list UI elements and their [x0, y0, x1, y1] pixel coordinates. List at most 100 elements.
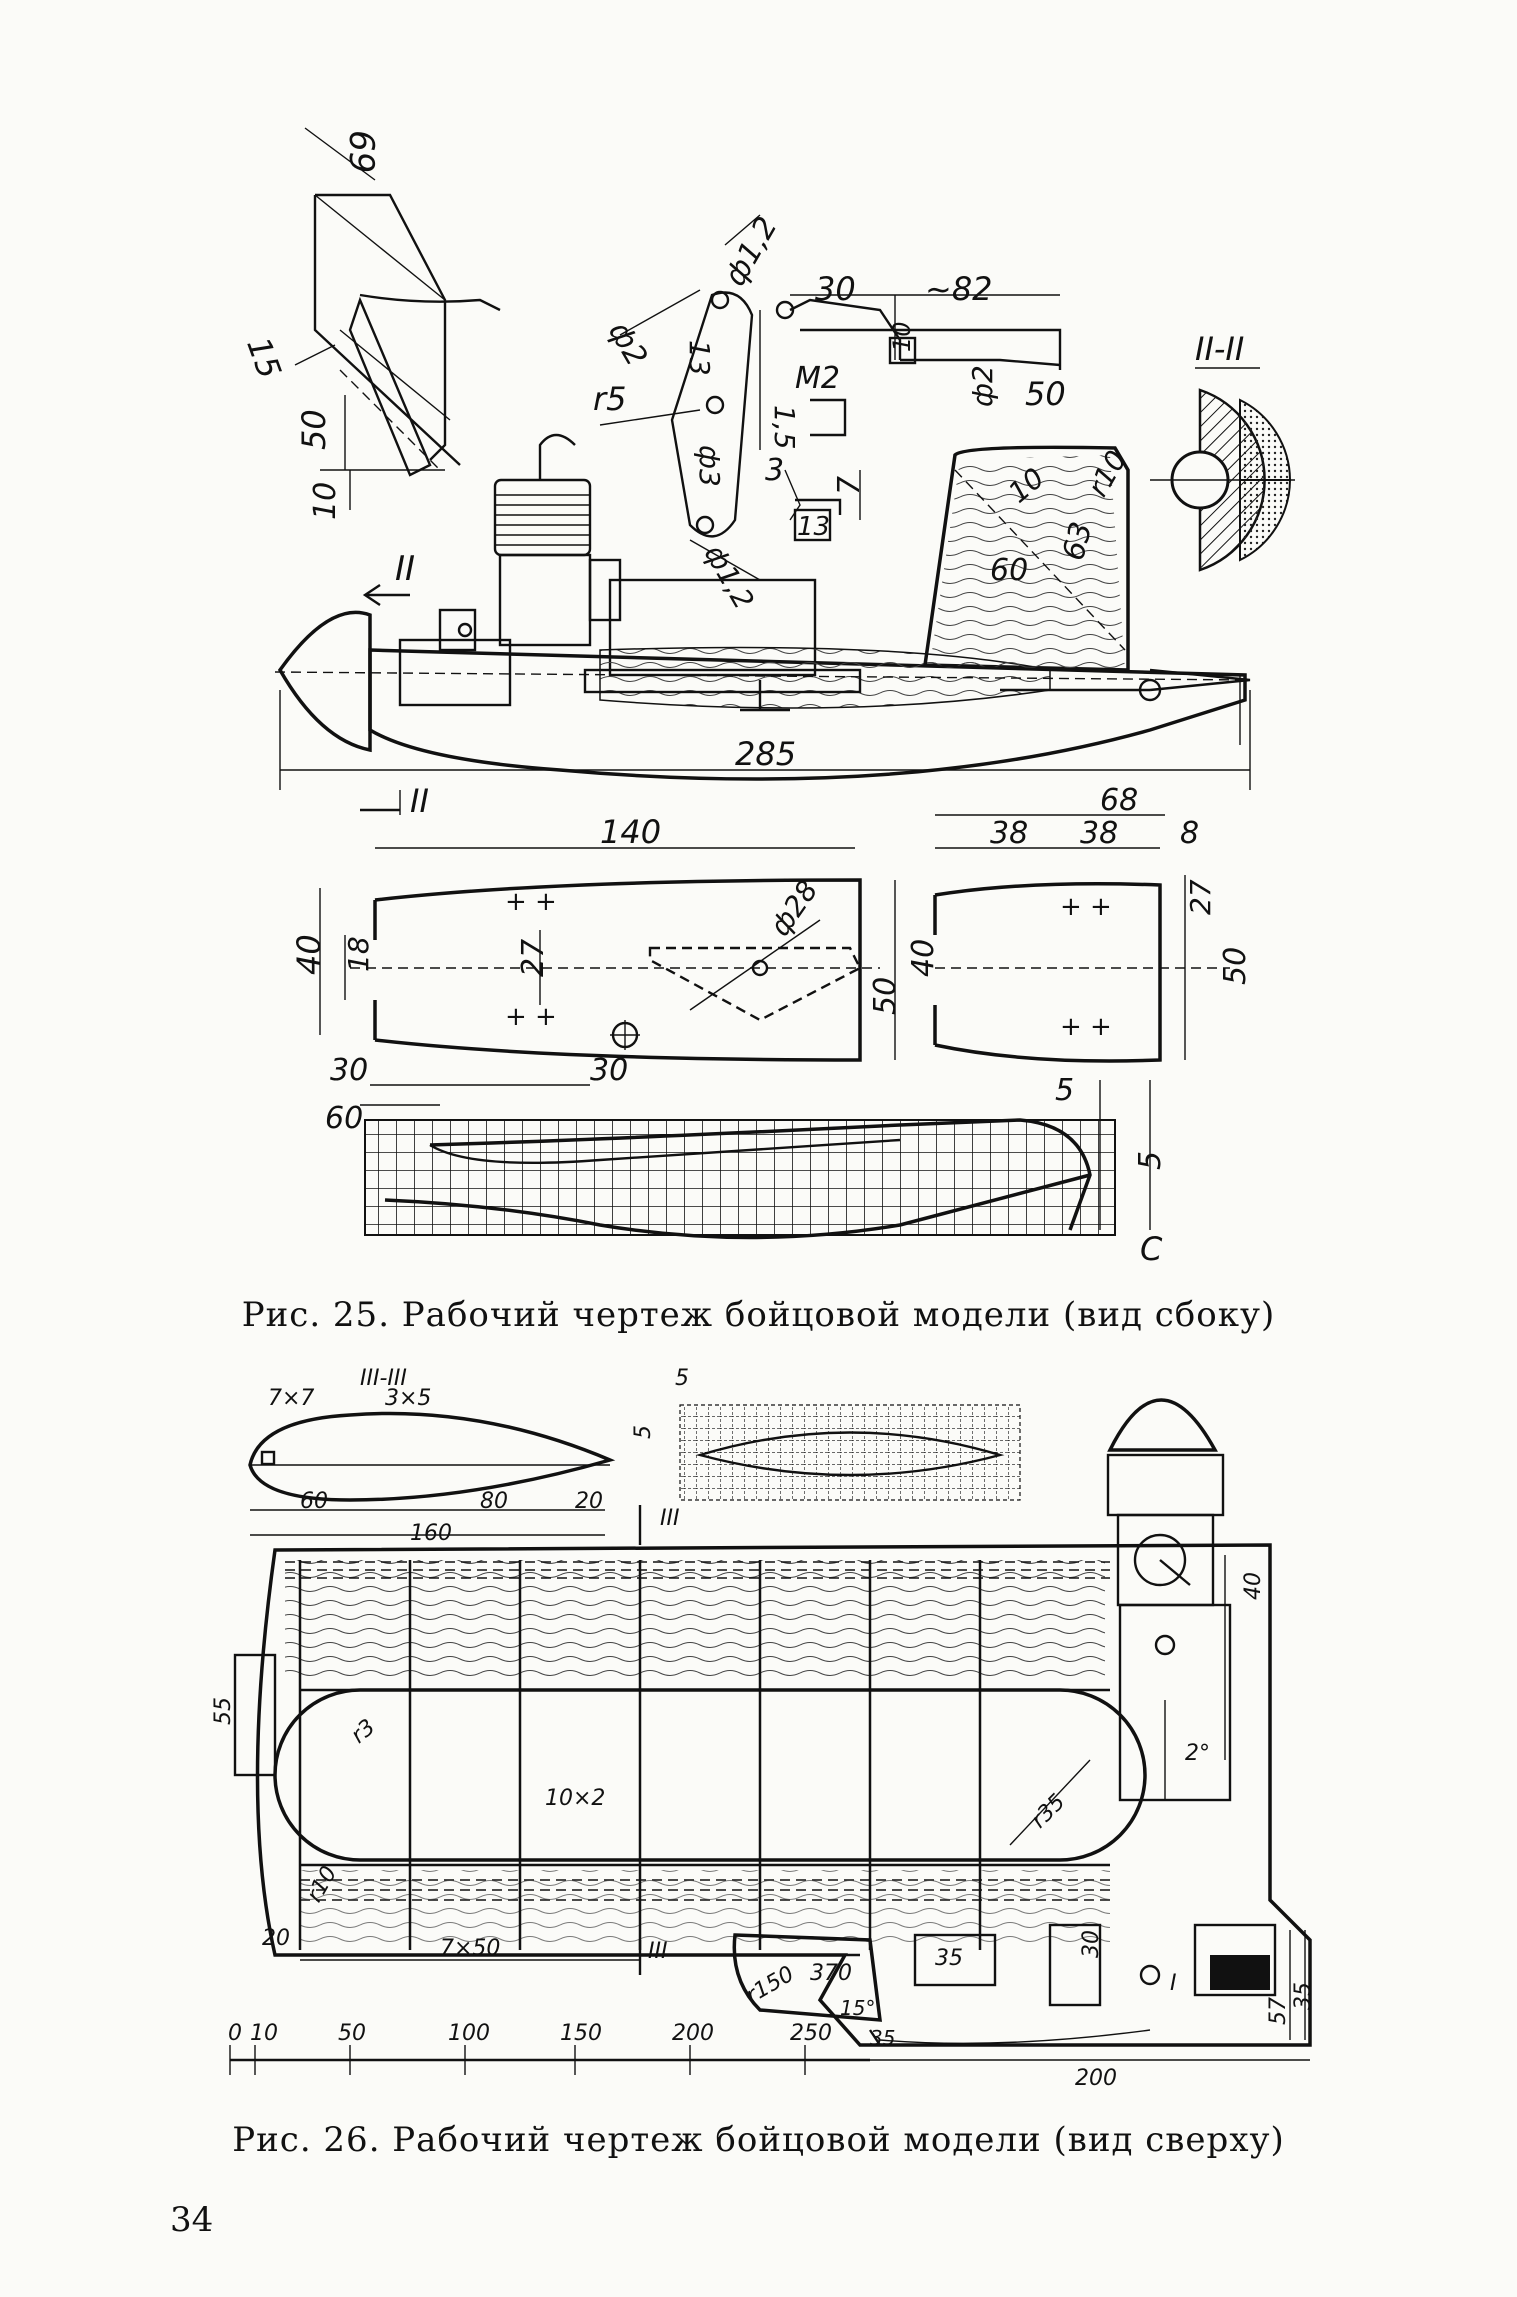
dim-82: ~82 [925, 270, 993, 308]
dim-55: 55 [211, 1697, 236, 1725]
dim-5a-top: 5 [675, 1366, 689, 1391]
mark-3a: III [660, 1506, 679, 1531]
dim-30: 30 [1079, 1930, 1104, 1958]
label-m2: M2 [795, 361, 840, 396]
scale-bar: 0 10 50 100 150 200 250 [228, 2021, 870, 2075]
scale-10: 10 [250, 2021, 278, 2046]
dim-60b: 60 [325, 1101, 363, 1136]
plus-marks-3: + + [1060, 892, 1112, 922]
dim-10: 10 [308, 482, 343, 520]
airfoil-grid: 5 5 [631, 1366, 1021, 1501]
dim-60: 60 [300, 1489, 328, 1514]
dim-40b: 40 [906, 939, 941, 977]
page-number: 34 [170, 2200, 214, 2240]
dim-5b: 5 [1133, 1151, 1168, 1170]
dim-3x5: 3×5 [385, 1386, 431, 1411]
dim-40a: 40 [290, 934, 328, 975]
dim-35a: 35 [935, 1946, 963, 1971]
mark-3b: III [648, 1939, 667, 1964]
dim-20b: 20 [262, 1926, 290, 1951]
figure-25-caption: Рис. 25. Рабочий чертеж бойцовой модели … [241, 1295, 1276, 1335]
dim-57: 57 [1266, 1997, 1291, 2025]
dim-13b: 13 [797, 512, 830, 542]
dim-30b: 30 [590, 1053, 628, 1088]
scale-250: 250 [790, 2021, 832, 2046]
dim-phi2b: ф2 [966, 365, 999, 407]
dim-40: 40 [1241, 1572, 1266, 1600]
dim-r150: r150 [742, 1962, 799, 2009]
mark-1: I [1170, 1971, 1177, 1996]
dim-200: 200 [1075, 2066, 1117, 2091]
dim-1-5: 1,5 [768, 405, 801, 450]
tip-block [233, 1653, 277, 1777]
scale-50: 50 [338, 2021, 366, 2046]
dim-10x2: 10×2 [545, 1786, 605, 1811]
dim-10b: 10 [888, 321, 916, 352]
scale-150: 150 [560, 2021, 602, 2046]
dim-phi12b: ф1,2 [698, 539, 761, 615]
dim-phi28: ф28 [763, 874, 824, 942]
fin-side [922, 445, 1130, 672]
dim-80: 80 [480, 1489, 508, 1514]
dim-68: 68 [1100, 783, 1138, 818]
scale-0: 0 [228, 2021, 242, 2046]
dim-285: 285 [735, 735, 796, 773]
dim-8: 8 [1180, 816, 1199, 851]
section-2-detail [1150, 388, 1295, 572]
dim-phi3: ф3 [693, 445, 726, 487]
dim-18: 18 [342, 936, 375, 972]
label-c: C [1140, 1230, 1163, 1268]
scale-200: 200 [672, 2021, 714, 2046]
mark-2a: II [395, 549, 415, 589]
dim-7x7: 7×7 [268, 1386, 314, 1411]
dim-phi2: ф2 [601, 316, 654, 372]
dim-phi12a: ф1,2 [718, 211, 785, 292]
engine-top: 40 2° [1106, 1398, 1266, 1802]
dim-r5: r5 [593, 380, 627, 418]
plus-marks-1: + + [505, 887, 557, 917]
deg-15: 15° [840, 1996, 875, 2020]
airfoil-section: III-III 7×7 3×5 60 80 20 160 [248, 1366, 616, 1546]
dim-5b-side: 5 [631, 1425, 656, 1439]
dim-15: 15 [239, 332, 289, 383]
dim-50d: 50 [1218, 947, 1253, 985]
figure-26-caption: Рис. 26. Рабочий чертеж бойцовой модели … [232, 2120, 1285, 2160]
dim-13a: 13 [683, 340, 716, 376]
dim-160: 160 [410, 1521, 452, 1546]
section-3-label: III-III [360, 1366, 407, 1391]
dim-35c: 35 [870, 2026, 895, 2050]
wing-top [255, 1543, 1312, 2047]
dim-5a: 5 [1055, 1073, 1074, 1108]
dim-140: 140 [600, 813, 661, 851]
dim-27b: 27 [1184, 879, 1217, 915]
dim-30a: 30 [330, 1053, 368, 1088]
grid-template: 5 5 C [364, 1073, 1168, 1268]
section-2-label: II-II [1195, 330, 1244, 368]
dim-r3: r3 [347, 1715, 381, 1749]
scale-100: 100 [448, 2021, 490, 2046]
deg-2: 2° [1185, 1741, 1210, 1766]
dim-50a: 50 [295, 409, 333, 450]
mark-2b: II [410, 782, 429, 820]
dim-3: 3 [765, 453, 784, 488]
dim-38b: 38 [1080, 816, 1118, 851]
dim-r35: r35 [1027, 1790, 1071, 1834]
dim-38a: 38 [990, 816, 1028, 851]
dim-30: 30 [815, 270, 856, 308]
wing-tip-plan: 68 38 38 8 + + + + 27 50 [933, 783, 1253, 1063]
dim-50b: 50 [1025, 375, 1066, 413]
dim-7x50: 7×50 [440, 1936, 500, 1961]
dim-60: 60 [990, 553, 1028, 588]
dim-20a: 20 [575, 1489, 603, 1514]
dim-35b: 35 [1291, 1982, 1316, 2010]
plus-marks-2: + + [505, 1002, 557, 1032]
wing-center-plan: 140 40 18 27 + + + + ф28 50 40 30 30 60 [290, 813, 941, 1136]
dim-50c: 50 [868, 977, 903, 1015]
wing-ribs [298, 1560, 982, 1950]
dim-27a: 27 [516, 939, 551, 977]
plus-marks-4: + + [1060, 1012, 1112, 1042]
bracket-detail [294, 127, 501, 510]
dim-69: 69 [341, 130, 381, 173]
dim-7: 7 [832, 476, 867, 495]
